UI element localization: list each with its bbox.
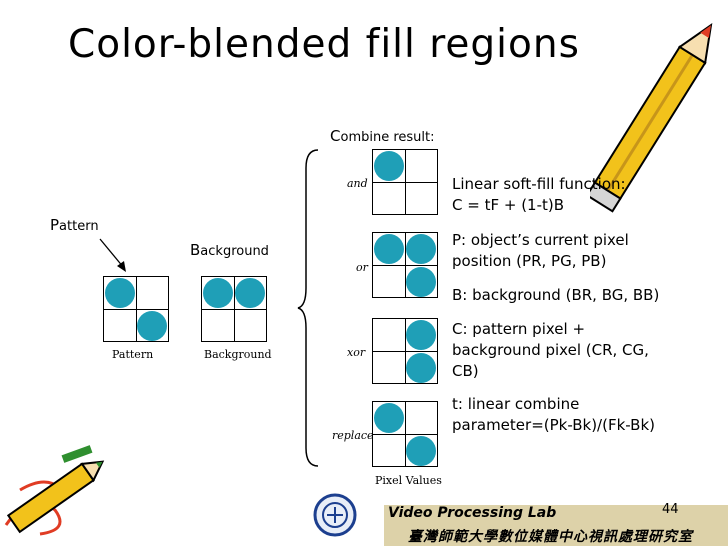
background-dot	[203, 278, 233, 308]
op-label-replace: replace	[332, 429, 374, 442]
arrow-icon	[99, 238, 126, 272]
info-b-line: B: background (BR, BG, BB)	[452, 286, 660, 304]
pencil-scribble-icon	[4, 445, 105, 536]
info-t-line2: parameter=(Pk-Bk)/(Fk-Bk)	[452, 416, 655, 434]
info-formula: C = tF + (1-t)B	[452, 196, 565, 214]
result-grid-xor	[372, 318, 438, 384]
info-c-line3: CB)	[452, 362, 479, 380]
background-dot	[235, 278, 265, 308]
info-line-title: Linear soft-fill function:	[452, 175, 626, 193]
university-logo-icon	[313, 493, 357, 537]
result-grid-or	[372, 232, 438, 298]
footer-lab-chinese: 臺灣師範大學數位媒體中心視訊處理研究室	[408, 529, 693, 545]
op-label-xor: xor	[347, 346, 366, 359]
combine-header: Combine result:	[330, 127, 435, 145]
info-c-line2: background pixel (CR, CG,	[452, 341, 649, 359]
curly-bracket	[297, 149, 319, 467]
pattern-caption: Pattern	[112, 348, 154, 361]
info-p-line1: P: object’s current pixel	[452, 231, 629, 249]
op-label-or: or	[356, 261, 368, 274]
pencil-icon	[590, 23, 713, 213]
info-t-line1: t: linear combine	[452, 395, 580, 413]
pattern-grid	[103, 276, 169, 342]
result-grid-and	[372, 149, 438, 215]
pixel-values-caption: Pixel Values	[375, 474, 442, 487]
page-number: 44	[662, 502, 679, 517]
background-label: Background	[190, 241, 269, 259]
result-grid-replace	[372, 401, 438, 467]
info-c-line1: C: pattern pixel +	[452, 320, 586, 338]
footer-lab-name: Video Processing Lab	[388, 505, 557, 521]
slide-title: Color-blended fill regions	[68, 22, 580, 67]
footer-banner	[384, 505, 728, 546]
background-caption: Background	[204, 348, 272, 361]
op-label-and: and	[347, 177, 368, 190]
pattern-dot	[137, 311, 167, 341]
background-grid	[201, 276, 267, 342]
pattern-label: Pattern	[50, 216, 99, 234]
pattern-dot	[105, 278, 135, 308]
info-p-line2: position (PR, PG, PB)	[452, 252, 607, 270]
